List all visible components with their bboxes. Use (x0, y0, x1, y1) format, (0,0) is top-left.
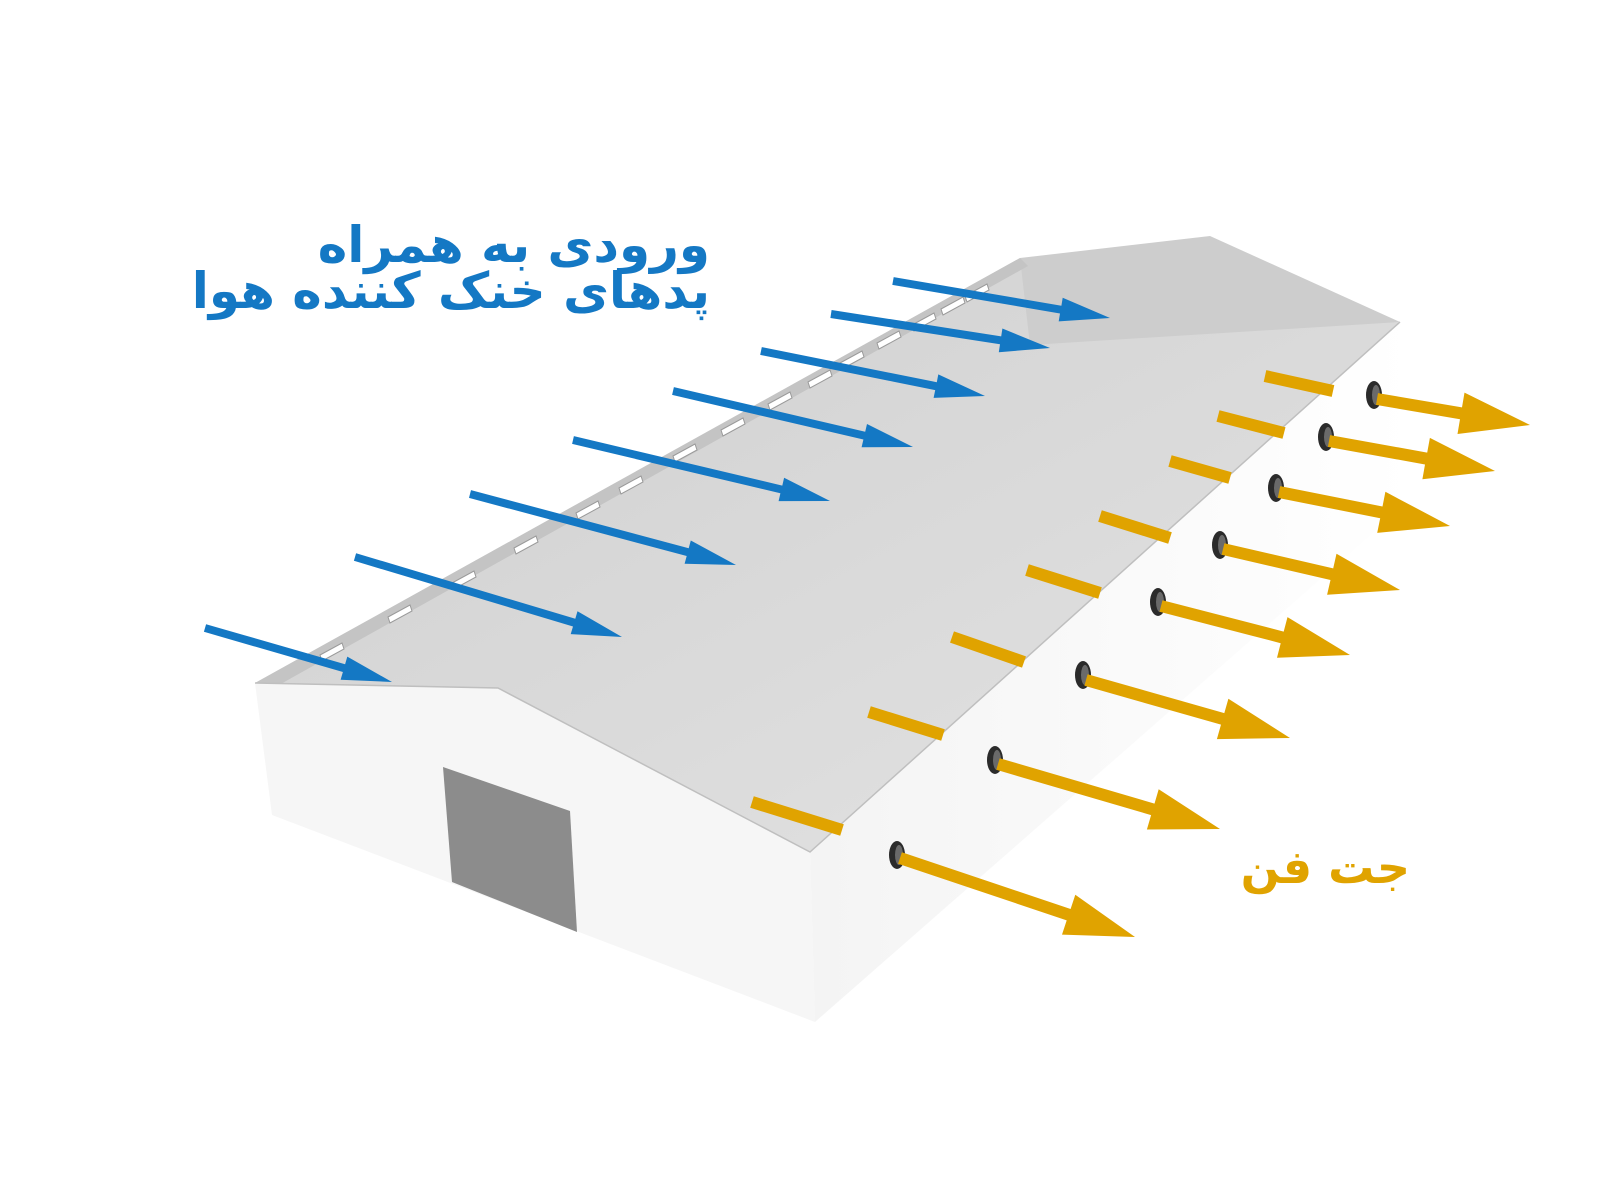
roof-ridge-edge (254, 321, 1401, 853)
exhaust-arrow (1159, 600, 1350, 658)
inlet-vent (876, 330, 902, 350)
interior-airflow-bar (867, 706, 945, 741)
interior-airflow-bar (1098, 510, 1172, 544)
interior-airflow-bar (1025, 564, 1102, 599)
inlet-arrow (892, 277, 1110, 322)
inlet-arrow (353, 553, 622, 637)
inlet-airflow-arrows (203, 277, 1110, 682)
inlet-vent (767, 391, 793, 411)
building-floor (255, 258, 1400, 852)
inlet-vent (387, 604, 413, 624)
inlet-label: ورودی به همراه پدهای خنک کننده هوا (130, 216, 710, 320)
inlet-vent (618, 475, 644, 495)
exhaust-airflow-arrows (898, 392, 1530, 937)
interior-airflow-bar (1216, 410, 1286, 439)
interior-airflow-bar (1263, 370, 1335, 397)
inlet-arrow (830, 310, 1050, 353)
inlet-vent (575, 500, 601, 520)
side-wall (810, 322, 1413, 1022)
exhaust-arrow (1327, 435, 1495, 480)
far-gable-wall (1020, 236, 1400, 345)
exhaust-arrow (996, 758, 1220, 830)
jet-fan-label: جت فن (1240, 840, 1410, 894)
exhaust-arrow (1221, 543, 1400, 595)
inlet-arrow (203, 624, 392, 682)
inlet-label-line1: ورودی به همراه (317, 216, 710, 274)
interior-airflow-bar (750, 796, 844, 836)
exhaust-arrow (1277, 486, 1450, 533)
interior-airflow-bar (950, 631, 1026, 668)
inlet-vent (720, 417, 746, 437)
inlet-arrow (572, 436, 830, 502)
exhaust-arrow (1084, 674, 1290, 740)
inlet-vent (940, 296, 966, 316)
inlet-arrow (469, 490, 736, 565)
inlet-label-line2: پدهای خنک کننده هوا (191, 262, 710, 320)
exhaust-arrow (898, 852, 1135, 937)
door (443, 767, 577, 932)
inlet-arrow (672, 387, 913, 448)
inlet-vent (513, 535, 539, 555)
inlet-vent (807, 369, 833, 389)
exhaust-arrow (1376, 392, 1530, 434)
interior-airflow-bar (1168, 455, 1232, 484)
inlet-arrow (760, 347, 985, 398)
interior-airflow-bars (750, 370, 1335, 836)
